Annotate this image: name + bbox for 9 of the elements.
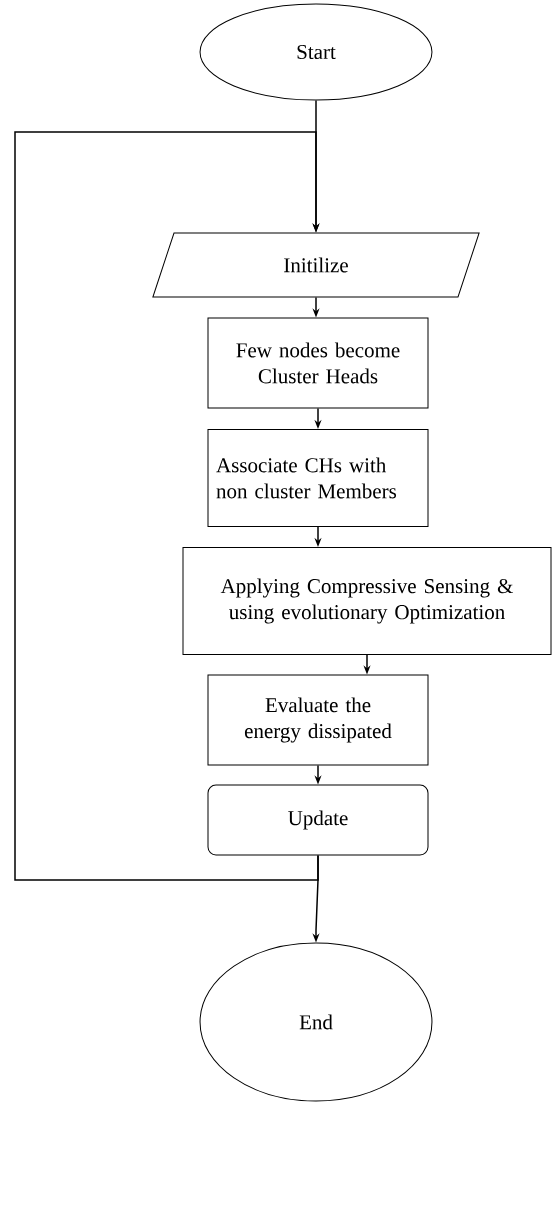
- process-box: Evaluate the energy dissipated: [207, 674, 429, 766]
- update-box: Update: [207, 784, 429, 856]
- ellipse-node: Start: [199, 3, 433, 101]
- process-box: Applying Compressive Sensing & using evolutionary Optimization: [182, 547, 552, 655]
- process-box: Associate CHs with non cluster Members: [207, 429, 429, 527]
- input-parallelogram: Initilize: [152, 232, 480, 298]
- process-box: Few nodes become Cluster Heads: [207, 317, 429, 409]
- ellipse-node: End: [199, 942, 433, 1102]
- arrow: [14, 131, 320, 881]
